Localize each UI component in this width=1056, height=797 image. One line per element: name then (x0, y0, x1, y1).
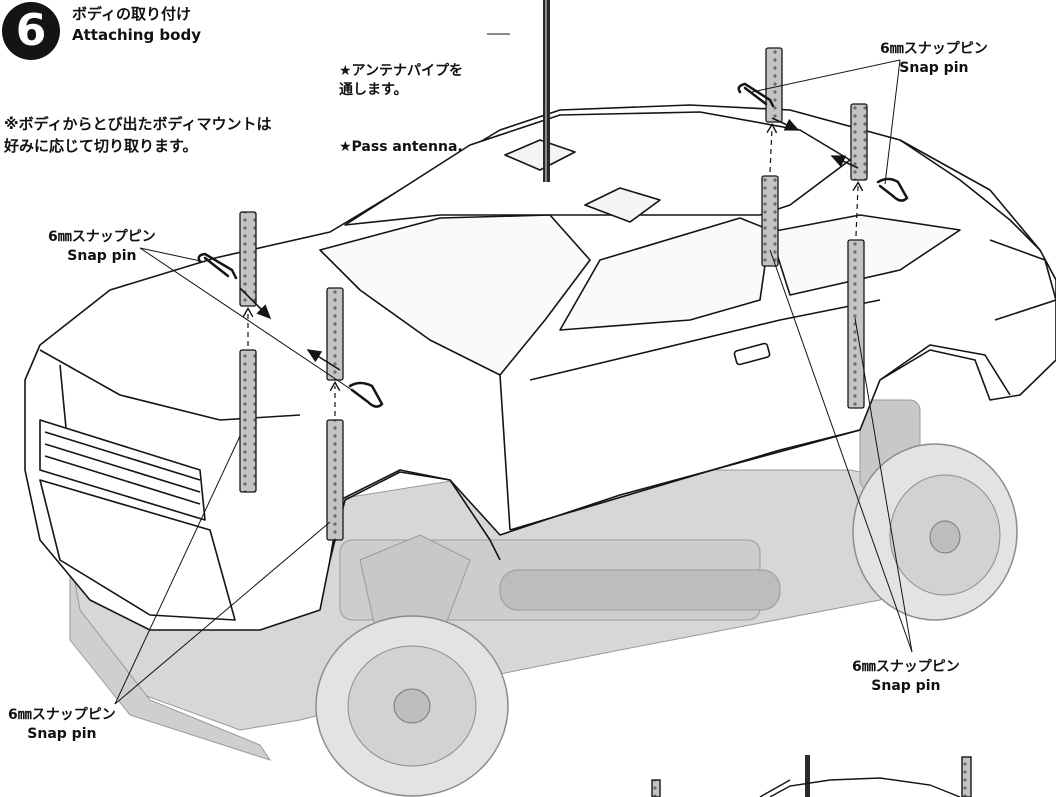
body-post-bottom-left (239, 349, 257, 493)
step-title-ja: ボディの取り付け (72, 5, 191, 23)
front-wheel (315, 615, 509, 797)
snap-pin-icon (348, 381, 384, 408)
rear-wheel (852, 443, 1018, 621)
body-post-rear-mid-left (761, 175, 779, 267)
snap-pin-label-en: Snap pin (871, 678, 941, 694)
insertion-guides (242, 122, 864, 416)
antenna-note-en: ★Pass antenna. (339, 139, 463, 155)
body-mount-note: ※ボディからとび出たボディマウントは 好みに応じて切り取ります。 (4, 115, 272, 155)
step-title: ボディの取り付け Attaching body (72, 4, 201, 46)
antenna-note: ★アンテナパイプを 通します。 ★Pass antenna. (339, 24, 463, 176)
body-post-rear-top-right (850, 103, 868, 181)
snap-pin-label-en: Snap pin (899, 60, 969, 76)
snap-pin-label-ja: 6㎜スナップピン (8, 707, 116, 723)
body-post-bottom-center (326, 419, 344, 541)
snap-pin-icon (876, 177, 909, 202)
step-number-badge: 6 (2, 2, 60, 60)
snap-pin-label-ja: 6㎜スナップピン (852, 659, 960, 675)
snap-pin-label-ja: 6㎜スナップピン (880, 41, 988, 57)
body-post-rear-top-left (765, 47, 783, 123)
step-title-en: Attaching body (72, 26, 201, 44)
snap-pin-callout-right-bottom: 6㎜スナップピン Snap pin (852, 658, 960, 696)
snap-pin-label-en: Snap pin (67, 248, 137, 264)
pin-arrows (239, 117, 859, 371)
snap-pin-callout-right-top: 6㎜スナップピン Snap pin (880, 40, 988, 78)
car-body (24, 104, 1056, 631)
inset-illustration (651, 755, 972, 797)
antenna-note-ja: ★アンテナパイプを 通します。 (339, 63, 463, 98)
body-post-top-center (326, 287, 344, 381)
snap-pin-icon (737, 82, 775, 108)
callout-leaders (114, 59, 913, 705)
snap-pin-callout-left-bottom: 6㎜スナップピン Snap pin (8, 706, 116, 744)
snap-pin-label-en: Snap pin (27, 726, 97, 742)
snap-pin-callout-left-top: 6㎜スナップピン Snap pin (48, 228, 156, 266)
snap-pin-label-ja: 6㎜スナップピン (48, 229, 156, 245)
body-post-top-left (239, 211, 257, 307)
